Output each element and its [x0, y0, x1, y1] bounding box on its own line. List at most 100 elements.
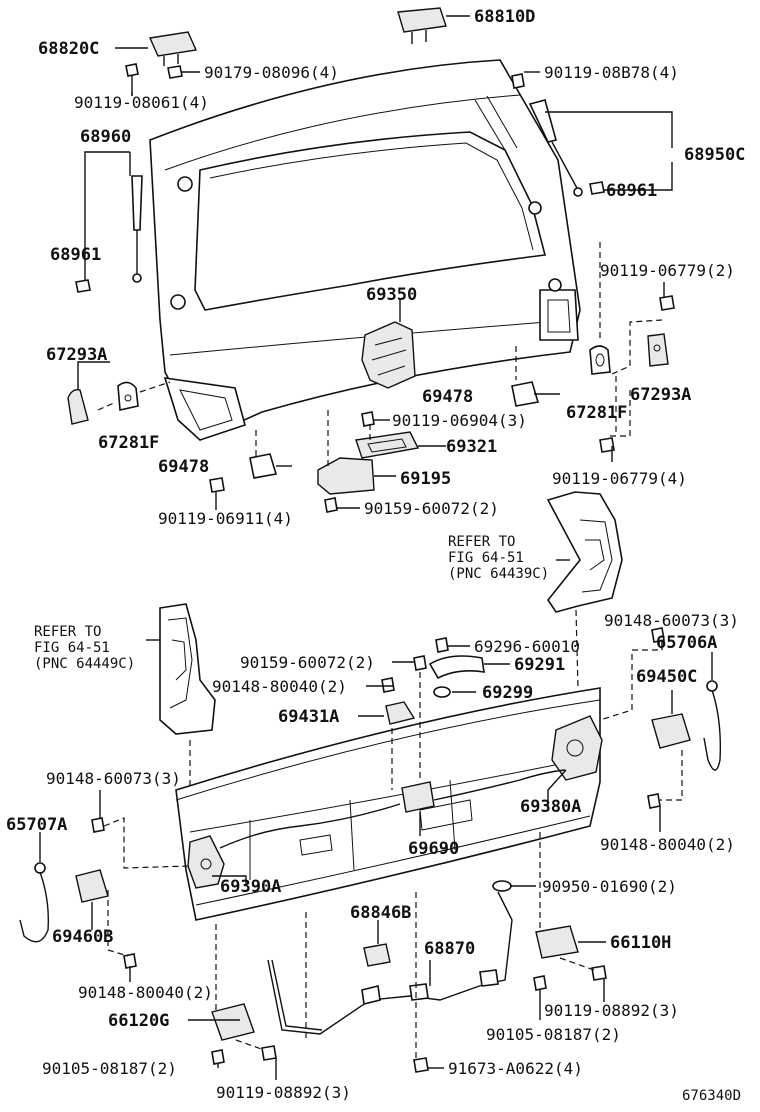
screw-90148-80040-top — [381, 677, 395, 693]
lower-back-door-panel — [175, 687, 601, 921]
label-69321: 69321 — [446, 437, 497, 457]
label-90159-60072-a: 90159-60072(2) — [364, 499, 499, 518]
label-67293A-left: 67293A — [46, 345, 107, 365]
label-90148-80040-top: 90148-80040(2) — [212, 677, 347, 696]
grommet-69299 — [433, 686, 451, 698]
label-69450C: 69450C — [636, 667, 697, 687]
gas-strut-left — [75, 175, 143, 293]
bracket-69431A — [385, 701, 416, 725]
bolt-91673-A0622 — [413, 1057, 429, 1073]
sensor-65706A — [703, 680, 721, 771]
wire-harness-68870 — [267, 891, 513, 1035]
side-trim-right — [546, 491, 623, 613]
refer-left-line2: FIG 64-51 — [34, 640, 110, 656]
label-66110H: 66110H — [610, 933, 671, 953]
label-69478-left: 69478 — [158, 457, 209, 477]
label-90179-08096: 90179-08096(4) — [204, 63, 339, 82]
damper-69478-right — [511, 381, 540, 407]
handle-69291 — [428, 655, 485, 680]
label-68870: 68870 — [424, 939, 475, 959]
washer-90950-01690 — [492, 880, 512, 892]
label-90119-08B78: 90119-08B78(4) — [544, 63, 679, 82]
label-90119-08061: 90119-08061(4) — [74, 93, 209, 112]
label-69195: 69195 — [400, 469, 451, 489]
screw-90148-60073-left — [91, 817, 105, 833]
bolt-90159-60072-a — [324, 497, 338, 513]
nut-90179-08096 — [167, 65, 183, 79]
bolt-90119-06779-4 — [599, 437, 615, 453]
label-68846B: 68846B — [350, 903, 411, 923]
label-90148-80040-right: 90148-80040(2) — [600, 835, 735, 854]
label-68820C: 68820C — [38, 39, 99, 59]
label-90119-06779-2: 90119-06779(2) — [600, 261, 735, 280]
label-68961-left: 68961 — [50, 245, 101, 265]
side-trim-left — [159, 603, 216, 735]
cover-69321 — [355, 431, 420, 459]
label-90950-01690: 90950-01690(2) — [542, 877, 677, 896]
label-90105-08187-right: 90105-08187(2) — [486, 1025, 621, 1044]
label-67293A-right: 67293A — [630, 385, 691, 405]
refer-left-line1: REFER TO — [34, 624, 101, 640]
lock-69380A — [551, 715, 603, 781]
label-90148-60073-left: 90148-60073(3) — [46, 769, 181, 788]
label-65707A: 65707A — [6, 815, 67, 835]
hinge-68810D — [397, 7, 447, 44]
label-69690: 69690 — [408, 839, 459, 859]
label-68950C: 68950C — [684, 145, 745, 165]
clip-68846B — [363, 943, 391, 967]
label-68810D: 68810D — [474, 7, 535, 27]
label-90119-08892-left: 90119-08892(3) — [216, 1083, 351, 1102]
gas-strut-right — [528, 99, 605, 197]
label-69460B: 69460B — [52, 927, 113, 947]
bracket-69350 — [361, 321, 416, 389]
part-labels: 68810D 68820C 90179-08096(4) 90119-08B78… — [6, 7, 745, 1104]
label-90159-60072-b: 90159-60072(2) — [240, 653, 375, 672]
label-90105-08187-left: 90105-08187(2) — [42, 1059, 177, 1078]
bolt-90105-08187-left — [211, 1049, 225, 1065]
screw-90148-80040-left — [123, 953, 137, 969]
refer-right-line2: FIG 64-51 — [448, 550, 524, 566]
cable-link — [219, 769, 566, 849]
bolt-90119-08892-right — [591, 965, 607, 981]
label-66120G: 66120G — [108, 1011, 169, 1031]
latch-66110H — [535, 925, 579, 959]
label-67281F-right: 67281F — [566, 403, 627, 423]
screw-90148-80040-right — [647, 793, 661, 809]
clip-69296 — [435, 637, 449, 653]
label-69431A: 69431A — [278, 707, 339, 727]
stopper-67281F-left — [117, 381, 139, 411]
latch-66120G — [211, 1003, 255, 1041]
refer-right-line1: REFER TO — [448, 534, 515, 550]
hinge-68820C — [148, 31, 198, 66]
striker-69195 — [317, 457, 375, 495]
label-65706A: 65706A — [656, 633, 717, 653]
leader-lines — [39, 15, 713, 1080]
label-69296-60010: 69296-60010 — [474, 637, 580, 656]
label-68961-right: 68961 — [606, 181, 657, 201]
label-69291: 69291 — [514, 655, 565, 675]
bolt-90119-08892-left — [261, 1045, 277, 1061]
label-69390A: 69390A — [220, 877, 281, 897]
stopper-67293A-right — [647, 333, 669, 367]
label-69380A: 69380A — [520, 797, 581, 817]
bolt-90119-06904 — [361, 411, 375, 427]
dashed-guides — [97, 242, 683, 1058]
sensor-65707A — [19, 862, 50, 943]
label-69299: 69299 — [482, 683, 533, 703]
label-69350: 69350 — [366, 285, 417, 305]
bolt-90119-06779-2 — [659, 295, 675, 311]
label-91673-A0622: 91673-A0622(4) — [448, 1059, 583, 1078]
label-90148-80040-left: 90148-80040(2) — [78, 983, 213, 1002]
bolt-90119-06911 — [209, 477, 225, 493]
label-67281F-left: 67281F — [98, 433, 159, 453]
label-90148-60073-right: 90148-60073(3) — [604, 611, 739, 630]
label-69478-right: 69478 — [422, 387, 473, 407]
upper-back-door-panel — [149, 59, 581, 442]
label-90119-08892-right: 90119-08892(3) — [544, 1001, 679, 1020]
label-90119-06779-4: 90119-06779(4) — [552, 469, 687, 488]
screw-90148-60073-right — [651, 627, 665, 643]
bolt-90119-08B78 — [511, 73, 525, 89]
stopper-67293A-left — [67, 388, 89, 425]
label-90119-06911: 90119-06911(4) — [158, 509, 293, 528]
